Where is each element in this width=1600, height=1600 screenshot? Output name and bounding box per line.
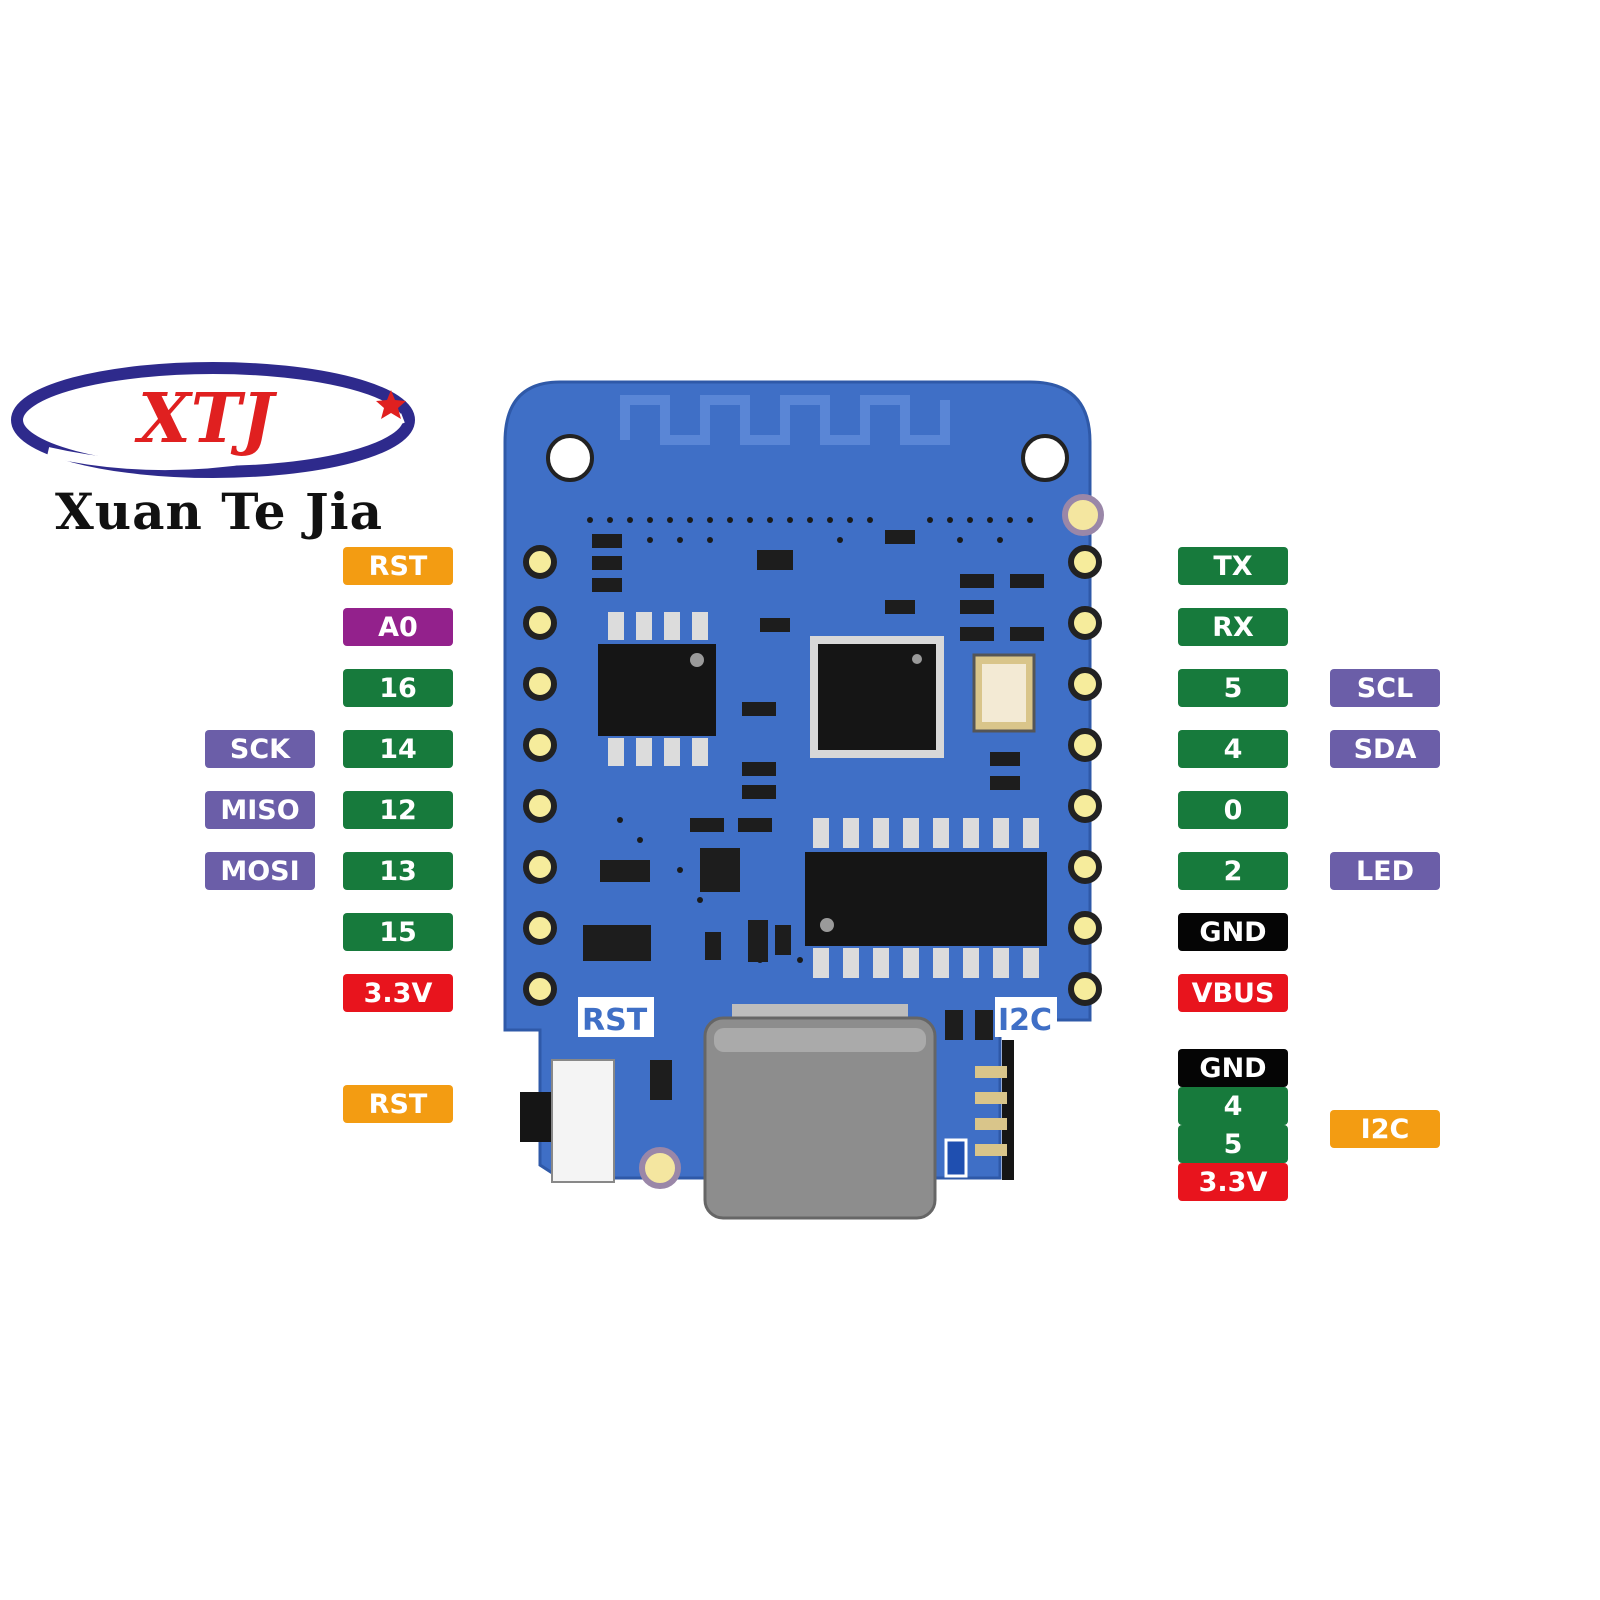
i2c-pin-5: 5	[1178, 1125, 1288, 1163]
pin-d4-2: 2	[1178, 852, 1288, 890]
star-icon	[376, 390, 406, 419]
i2c-group-label: I2C	[1330, 1110, 1440, 1148]
crystal-top	[982, 664, 1026, 722]
pin-d6-12: 12	[343, 791, 453, 829]
antenna-trace	[620, 395, 950, 445]
esp8266-chip	[810, 636, 944, 758]
mounting-hole	[546, 434, 594, 482]
usb-c-connector	[703, 1004, 937, 1220]
pin-gnd: GND	[1178, 913, 1288, 951]
pin-vbus: VBUS	[1178, 974, 1288, 1012]
pin-tx: TX	[1178, 547, 1288, 585]
left-header-pads	[523, 545, 557, 1006]
i2c-pin-4: 4	[1178, 1087, 1288, 1125]
logo-name: Xuan Te Jia	[55, 482, 384, 541]
reset-button	[520, 1059, 615, 1183]
pin-d0-16: 16	[343, 669, 453, 707]
test-pad	[1062, 494, 1104, 536]
pin-d8-15: 15	[343, 913, 453, 951]
rst-silk-bg	[578, 997, 654, 1037]
pin-d2-4: 4	[1178, 730, 1288, 768]
alt-scl: SCL	[1330, 669, 1440, 707]
alt-mosi: MOSI	[205, 852, 315, 890]
i2c-connector	[944, 1040, 1014, 1180]
alt-miso: MISO	[205, 791, 315, 829]
i2c-silk-label: I2C	[998, 1003, 1052, 1038]
smd-components	[583, 530, 1044, 1100]
mounting-hole	[1021, 434, 1069, 482]
rst-silk-label: RST	[582, 1003, 648, 1038]
pin-d5-14: 14	[343, 730, 453, 768]
pin-rst: RST	[343, 547, 453, 585]
usb-serial-chip	[805, 818, 1047, 978]
test-pad	[639, 1147, 681, 1189]
flash-chip	[598, 612, 716, 766]
pin-3v3: 3.3V	[343, 974, 453, 1012]
pin-rst-button: RST	[343, 1085, 453, 1123]
via-grid	[587, 517, 1033, 963]
xtj-logo: XTJ	[11, 362, 415, 478]
logo-mark: XTJ	[134, 379, 277, 459]
i2c-silk-bg	[995, 997, 1057, 1037]
alt-sck: SCK	[205, 730, 315, 768]
i2c-pin-gnd: GND	[1178, 1049, 1288, 1087]
alt-led: LED	[1330, 852, 1440, 890]
right-header-pads	[1068, 545, 1102, 1006]
pin-a0: A0	[343, 608, 453, 646]
pin-rx: RX	[1178, 608, 1288, 646]
pin-d1-5: 5	[1178, 669, 1288, 707]
pin-d7-13: 13	[343, 852, 453, 890]
pin-d3-0: 0	[1178, 791, 1288, 829]
i2c-pin-3v3: 3.3V	[1178, 1163, 1288, 1201]
alt-sda: SDA	[1330, 730, 1440, 768]
